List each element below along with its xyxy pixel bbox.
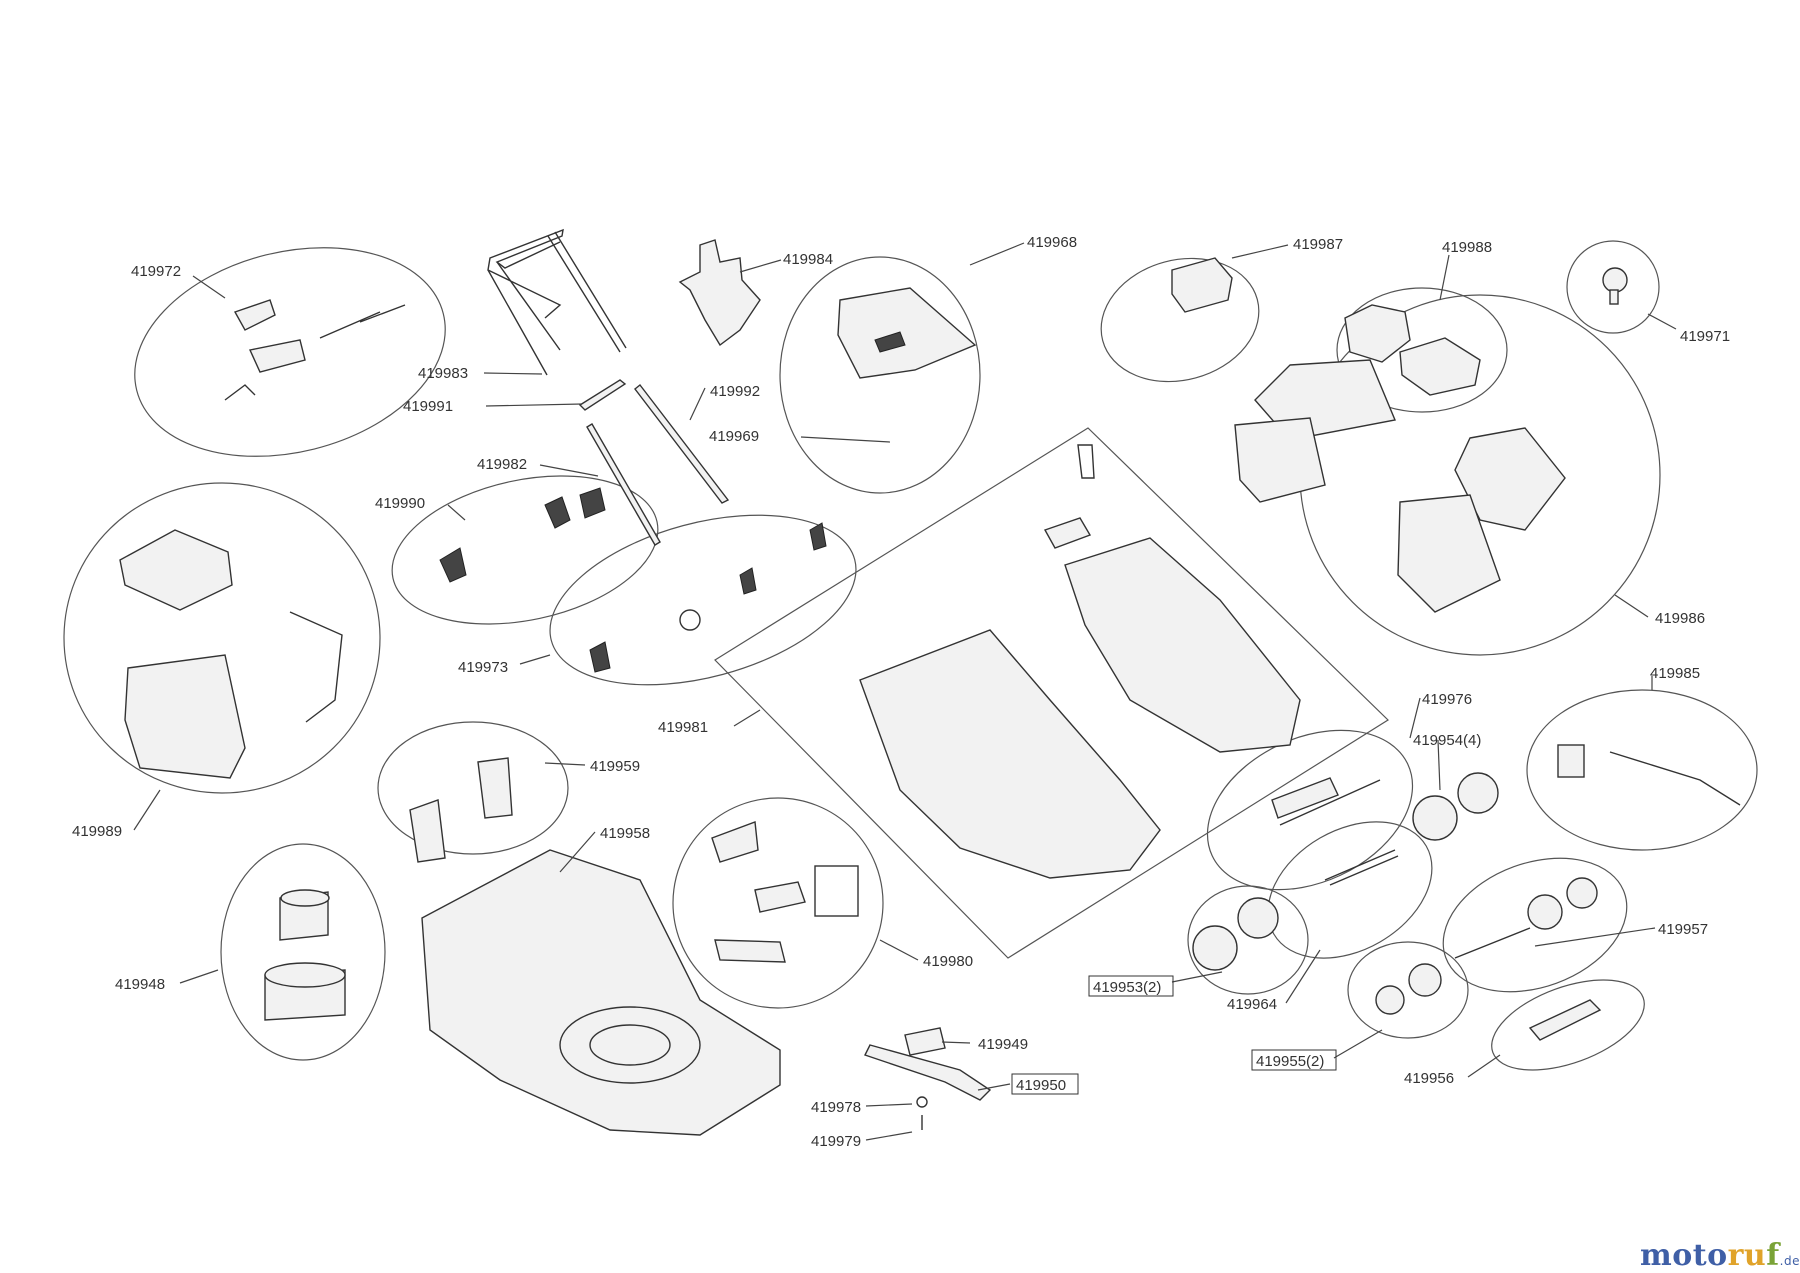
label-419950-box — [1011, 1073, 1079, 1095]
label-419949: 419949 — [978, 1036, 1028, 1053]
part-419968 — [837, 287, 977, 379]
group-419981-outline — [714, 427, 1389, 959]
label-419973: 419973 — [458, 659, 508, 676]
group-419948-outline — [220, 843, 386, 1061]
label-419958: 419958 — [600, 825, 650, 842]
part-419948-motor — [264, 889, 346, 1021]
label-419983: 419983 — [418, 365, 468, 382]
label-419990: 419990 — [375, 495, 425, 512]
label-419980: 419980 — [923, 953, 973, 970]
brand-suffix: .de — [1779, 1254, 1800, 1268]
group-419971-outline — [1566, 240, 1660, 334]
brand-logo: motoruf.de — [1640, 1238, 1800, 1273]
group-419985-outline — [1526, 689, 1758, 851]
part-419989 — [119, 529, 343, 779]
label-419976: 419976 — [1422, 691, 1472, 708]
label-419979: 419979 — [811, 1133, 861, 1150]
label-419955: 419955(2) — [1256, 1053, 1324, 1070]
label-419986: 419986 — [1655, 610, 1705, 627]
label-419953-box — [1088, 975, 1174, 997]
label-419981: 419981 — [658, 719, 708, 736]
group-419972-outline — [134, 247, 446, 457]
part-419973 — [589, 522, 827, 673]
group-419957-outline — [1442, 857, 1628, 993]
part-419956 — [1528, 999, 1602, 1041]
part-419954-wheels — [1412, 772, 1499, 841]
brand-part3: f — [1766, 1238, 1780, 1273]
part-419957 — [1454, 877, 1598, 959]
leader-lines — [133, 242, 1677, 1141]
label-419978: 419978 — [811, 1099, 861, 1116]
label-419991: 419991 — [403, 398, 453, 415]
group-outlines — [63, 240, 1758, 1071]
label-419988: 419988 — [1442, 239, 1492, 256]
label-419982: 419982 — [477, 456, 527, 473]
label-419953: 419953(2) — [1093, 979, 1161, 996]
part-419981-cover — [859, 444, 1301, 879]
group-419988-outline — [1336, 287, 1508, 413]
label-419968: 419968 — [1027, 234, 1077, 251]
part-419972 — [224, 299, 406, 401]
part-419971 — [1602, 267, 1628, 305]
group-419964-outline — [1267, 821, 1433, 959]
label-419969: 419969 — [709, 428, 759, 445]
part-tubes-419991-419982-419992 — [578, 379, 730, 546]
label-419956: 419956 — [1404, 1070, 1454, 1087]
brand-part2: ru — [1727, 1238, 1767, 1273]
part-419959 — [409, 757, 513, 863]
group-419990-outline — [391, 475, 659, 625]
part-419976-axle — [1271, 777, 1381, 826]
group-419987-outline — [1100, 257, 1260, 383]
part-419949-419950-blade — [864, 1027, 992, 1130]
part-419988 — [1344, 304, 1481, 396]
part-419987 — [1171, 257, 1233, 313]
part-419958-deck — [421, 849, 781, 1136]
group-419955-outline — [1347, 941, 1469, 1039]
part-handle-bar-419983 — [487, 228, 627, 376]
label-419992: 419992 — [710, 383, 760, 400]
label-419989: 419989 — [72, 823, 122, 840]
brand-part1: moto — [1640, 1238, 1728, 1273]
part-419990 — [439, 487, 606, 583]
label-419954: 419954(4) — [1413, 732, 1481, 749]
part-419953-wheels — [1192, 897, 1279, 971]
group-419953-outline — [1187, 885, 1309, 995]
label-419948: 419948 — [115, 976, 165, 993]
label-419959: 419959 — [590, 758, 640, 775]
part-419980 — [711, 821, 859, 963]
group-419959-outline — [377, 721, 569, 855]
label-419987: 419987 — [1293, 236, 1343, 253]
group-419973-outline — [549, 514, 857, 686]
part-number-labels: 419972 419983 419991 419982 419990 41997… — [72, 234, 1730, 1150]
label-419985: 419985 — [1650, 665, 1700, 682]
label-419957: 419957 — [1658, 921, 1708, 938]
part-419985 — [1557, 744, 1741, 806]
part-419984 — [678, 239, 761, 347]
label-419984: 419984 — [783, 251, 833, 268]
label-419972: 419972 — [131, 263, 181, 280]
part-419986 — [1234, 359, 1566, 613]
group-419980-outline — [672, 797, 884, 1009]
label-419964: 419964 — [1227, 996, 1277, 1013]
part-419955-wheels — [1375, 963, 1442, 1015]
label-419971: 419971 — [1680, 328, 1730, 345]
label-419955-box — [1251, 1049, 1337, 1071]
group-419968-outline — [779, 256, 981, 494]
part-419964 — [1324, 849, 1399, 886]
label-419950: 419950 — [1016, 1077, 1066, 1094]
group-419956-outline — [1491, 979, 1645, 1071]
group-419989-outline — [63, 482, 381, 794]
